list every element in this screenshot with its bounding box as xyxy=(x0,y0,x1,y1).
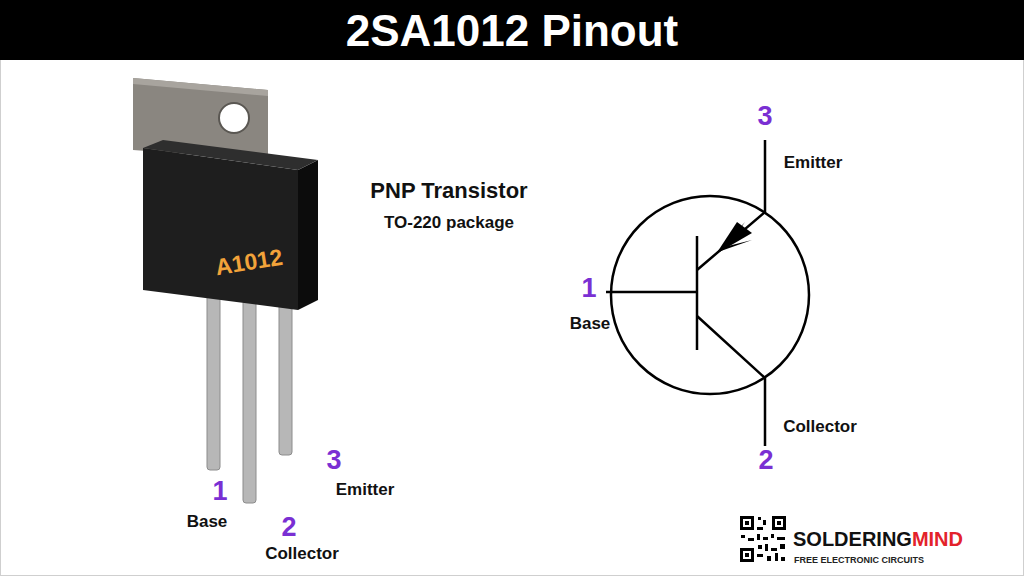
pin-number: 1 xyxy=(581,273,596,304)
pin-number: 3 xyxy=(757,101,772,132)
pin-number: 2 xyxy=(758,445,773,476)
transistor-body xyxy=(143,140,318,310)
package-heading: PNP Transistor xyxy=(370,178,527,203)
title-bar xyxy=(0,0,1024,60)
package-name: TO-220 package xyxy=(384,213,514,233)
pin-name: Collector xyxy=(783,417,857,437)
pin-name: Base xyxy=(570,314,611,334)
logo-text: MIND xyxy=(912,528,963,551)
logo-tagline: FREE ELECTRONIC CIRCUITS xyxy=(794,555,924,565)
pnp-symbol xyxy=(606,140,809,446)
logo-text: SOLDERING xyxy=(793,528,912,551)
qr-code xyxy=(740,516,786,562)
pin-number: 2 xyxy=(281,512,296,543)
pin-name: Base xyxy=(187,512,228,532)
pin-name: Collector xyxy=(265,544,339,564)
pin-number: 3 xyxy=(326,445,341,476)
transistor-legs xyxy=(207,292,292,503)
pin-name: Emitter xyxy=(784,153,843,173)
pin-number: 1 xyxy=(212,476,227,507)
page-title: 2SA1012 Pinout xyxy=(346,6,679,57)
pin-name: Emitter xyxy=(336,480,395,500)
